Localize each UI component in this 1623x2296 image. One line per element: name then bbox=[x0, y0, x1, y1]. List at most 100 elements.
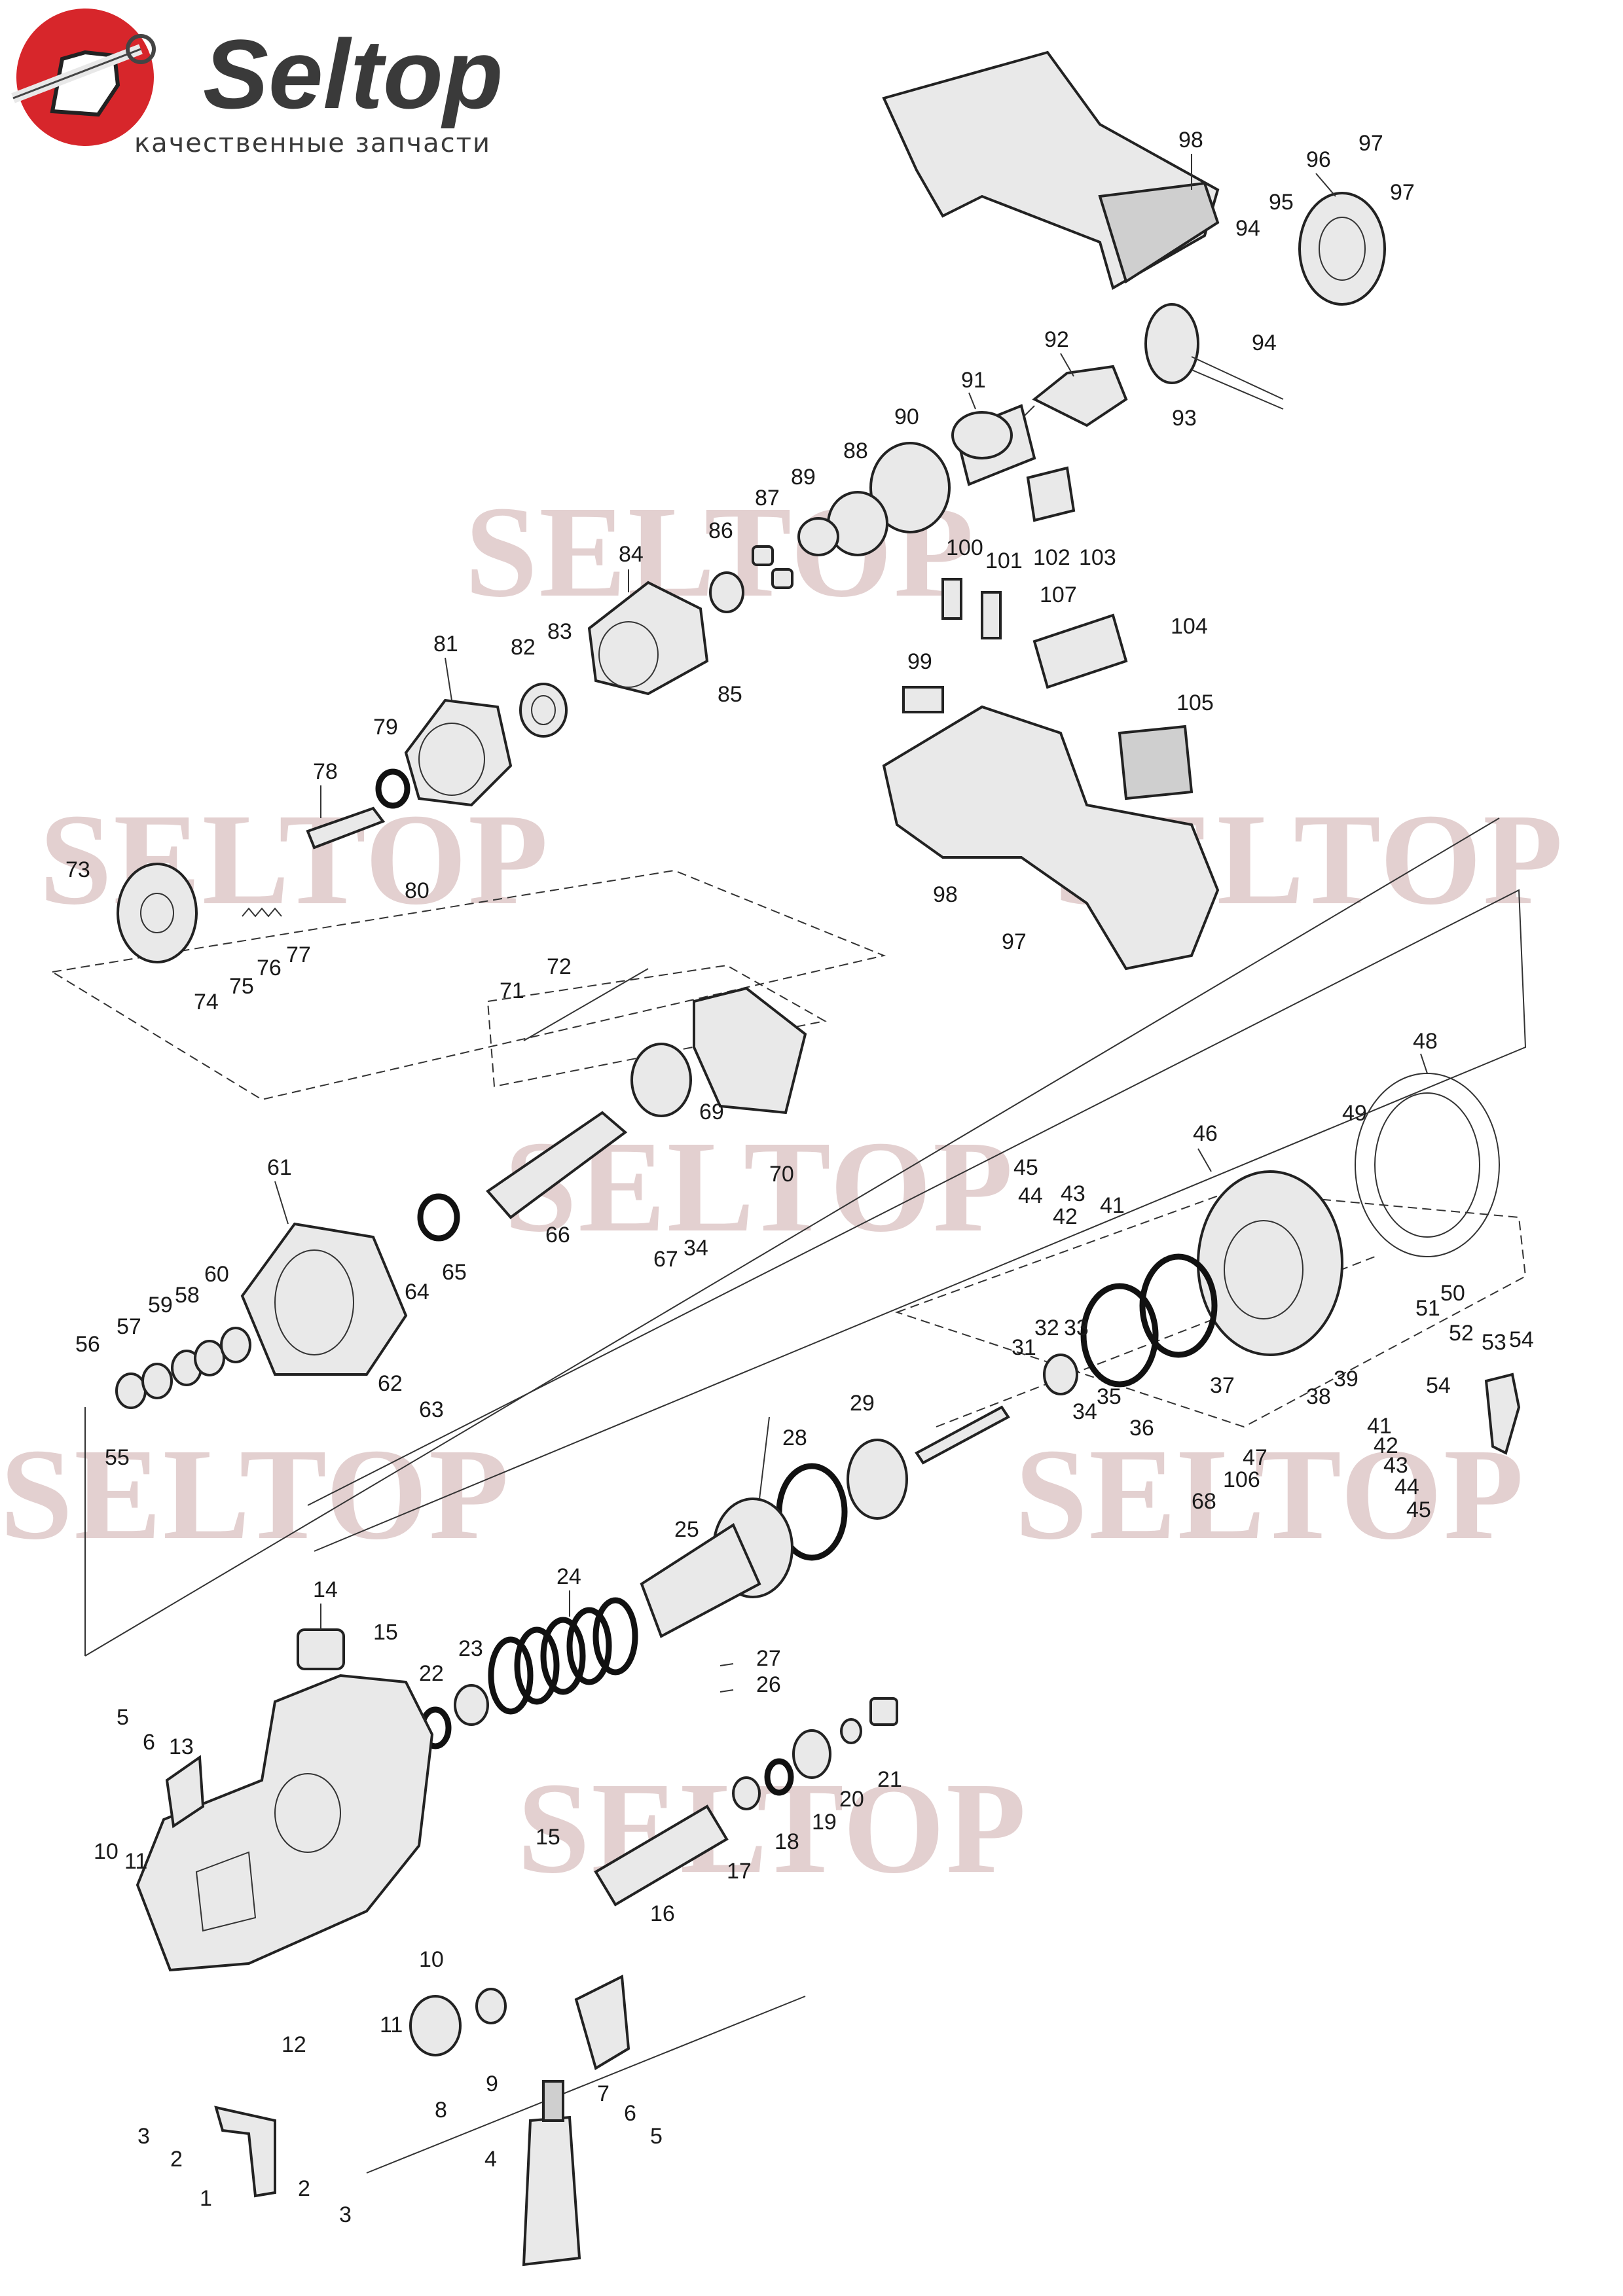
part-label: 92 bbox=[1044, 327, 1069, 352]
watermark: SELTOP bbox=[0, 1422, 510, 1567]
watermark: SELTOP bbox=[39, 787, 549, 932]
part-label: 94 bbox=[1252, 331, 1277, 355]
part-label: 86 bbox=[708, 518, 733, 543]
washer-stack bbox=[115, 1327, 251, 1409]
part-label: 105 bbox=[1176, 691, 1214, 715]
bearing-65 bbox=[417, 1193, 460, 1242]
shaft-78 bbox=[306, 806, 386, 850]
bearings bbox=[752, 545, 793, 589]
part-label: 104 bbox=[1171, 614, 1208, 639]
rod-72 bbox=[523, 968, 649, 1041]
ring-18 bbox=[764, 1758, 794, 1796]
plug-14 bbox=[297, 1628, 345, 1670]
part-32 bbox=[1043, 1354, 1078, 1395]
part-102 bbox=[1026, 466, 1076, 522]
part-label: 90 bbox=[894, 404, 919, 429]
part-label: 36 bbox=[1129, 1416, 1154, 1441]
part-label: 72 bbox=[547, 954, 572, 979]
o-ring-36 bbox=[1080, 1283, 1159, 1388]
leader-lines bbox=[274, 154, 1428, 1693]
part-label: 9 bbox=[486, 2072, 498, 2096]
part-label: 26 bbox=[756, 1672, 781, 1697]
part-label: 42 bbox=[1053, 1204, 1078, 1229]
part-label: 88 bbox=[843, 439, 868, 463]
stator bbox=[951, 404, 1036, 486]
plate-99 bbox=[902, 686, 944, 713]
part-label: 11 bbox=[380, 2013, 403, 2037]
assembly-outlines bbox=[50, 817, 1527, 2174]
main-housing-12 bbox=[136, 1674, 434, 1972]
part-label: 6 bbox=[624, 2101, 636, 2126]
bearing-82 bbox=[519, 683, 568, 738]
part-label: 13 bbox=[169, 1734, 194, 1759]
crank-case-46 bbox=[1197, 1170, 1343, 1356]
part-label: 93 bbox=[1172, 406, 1197, 431]
part-label: 37 bbox=[1210, 1373, 1235, 1398]
washer-23 bbox=[454, 1684, 489, 1726]
switch-104 bbox=[1032, 613, 1128, 689]
bolt-part bbox=[915, 1405, 1010, 1465]
part-label: 52 bbox=[1449, 1321, 1474, 1346]
part-label: 14 bbox=[313, 1577, 338, 1602]
part-label: 103 bbox=[1079, 545, 1116, 570]
part-label: 5 bbox=[117, 1705, 129, 1730]
part-label: 106 bbox=[1223, 1467, 1260, 1492]
part-19 bbox=[792, 1729, 831, 1779]
part-label: 94 bbox=[1235, 216, 1260, 241]
part-label: 17 bbox=[727, 1859, 752, 1884]
part-label: 16 bbox=[650, 1901, 675, 1926]
part-label: 102 bbox=[1033, 545, 1070, 570]
part-label: 47 bbox=[1243, 1445, 1267, 1470]
bracket-1 bbox=[214, 2106, 276, 2198]
tool-holder-25 bbox=[640, 1498, 793, 1638]
spring-77 bbox=[242, 907, 282, 918]
part-label: 46 bbox=[1193, 1121, 1218, 1146]
part-label: 53 bbox=[1482, 1330, 1506, 1355]
gear-part bbox=[709, 571, 744, 613]
part-label: 24 bbox=[556, 1564, 581, 1589]
part-label: 96 bbox=[1306, 147, 1331, 172]
side-handle-4 bbox=[522, 2080, 581, 2267]
gear-housing bbox=[404, 698, 513, 807]
part-label: 58 bbox=[175, 1283, 200, 1308]
part-label: 66 bbox=[545, 1223, 570, 1247]
part-label: 75 bbox=[229, 974, 254, 999]
part-label: 2 bbox=[170, 2147, 183, 2172]
part-label: 80 bbox=[405, 878, 429, 903]
part-label: 65 bbox=[442, 1260, 467, 1285]
part-label: 71 bbox=[500, 978, 524, 1003]
part-label: 64 bbox=[405, 1280, 429, 1304]
part-label: 45 bbox=[1013, 1155, 1038, 1180]
motor-plate bbox=[869, 442, 951, 533]
part-label: 10 bbox=[419, 1947, 444, 1972]
part-label: 89 bbox=[791, 465, 816, 490]
o-ring-37 bbox=[1139, 1253, 1218, 1358]
part-label: 77 bbox=[286, 942, 311, 967]
part-label: 20 bbox=[839, 1787, 864, 1812]
part-label: 12 bbox=[282, 2032, 306, 2057]
part-label: 33 bbox=[1064, 1316, 1089, 1340]
part-label: 67 bbox=[653, 1247, 678, 1272]
part-label: 28 bbox=[782, 1426, 807, 1450]
part-label: 3 bbox=[339, 2202, 352, 2227]
pipe-16 bbox=[594, 1804, 729, 1907]
washer-part bbox=[797, 517, 839, 556]
cylinder-housing-61 bbox=[240, 1222, 408, 1376]
part-labels: 98 96 97 97 95 94 94 92 93 91 90 88 89 8… bbox=[65, 128, 1534, 2227]
shaft-66 bbox=[486, 1111, 628, 1219]
part-label: 79 bbox=[373, 715, 398, 740]
brush-holder bbox=[1144, 303, 1284, 410]
part-label: 27 bbox=[756, 1646, 781, 1671]
part-label: 97 bbox=[1359, 131, 1383, 156]
part-label: 15 bbox=[536, 1825, 560, 1850]
part-label: 49 bbox=[1342, 1101, 1367, 1126]
crank-housing bbox=[587, 581, 709, 696]
part-label: 98 bbox=[1178, 128, 1203, 152]
part-label: 70 bbox=[769, 1162, 794, 1187]
housing-top bbox=[882, 50, 1220, 291]
part-label: 50 bbox=[1440, 1281, 1465, 1306]
part-label: 44 bbox=[1395, 1475, 1419, 1499]
part-label: 39 bbox=[1334, 1367, 1359, 1391]
bolt-21 bbox=[869, 1697, 898, 1726]
part-label: 83 bbox=[547, 619, 572, 644]
